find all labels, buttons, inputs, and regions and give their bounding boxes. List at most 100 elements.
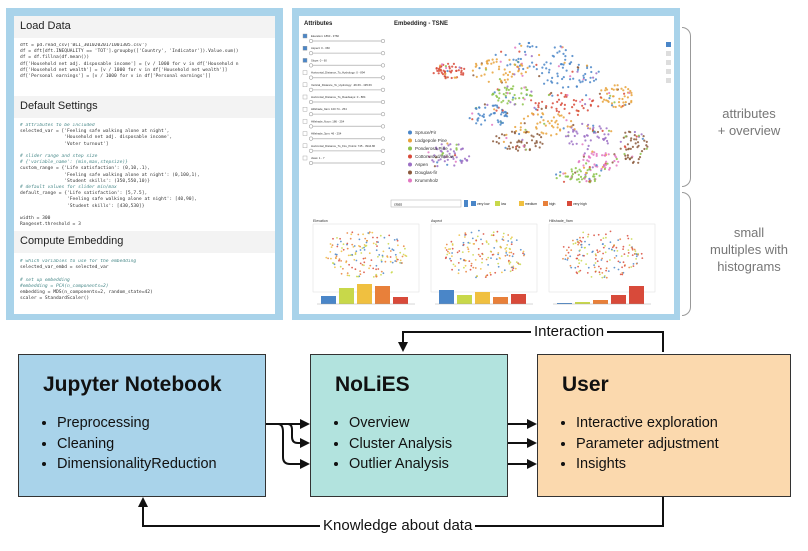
embedding-point xyxy=(492,140,495,143)
embedding-point xyxy=(507,88,510,91)
legend-swatch xyxy=(408,170,412,175)
attribute-slider[interactable]: Hillshade_Noon: 186 - 254 xyxy=(302,119,386,129)
slider-handle[interactable] xyxy=(380,160,386,166)
slider-handle[interactable] xyxy=(380,38,386,44)
small-multiple-point xyxy=(605,236,607,239)
slider-checkbox[interactable] xyxy=(302,46,308,51)
embedding-point xyxy=(592,153,595,156)
embedding-point xyxy=(523,50,527,54)
slider-checkbox[interactable] xyxy=(302,106,308,112)
embedding-point xyxy=(448,67,451,70)
slider-handle[interactable] xyxy=(380,99,386,105)
embedding-point xyxy=(584,72,587,76)
attribute-slider[interactable]: Hillshade_9am: 100.74 - 254 xyxy=(302,106,386,117)
slider-handle[interactable] xyxy=(380,75,386,80)
slider-checkbox[interactable] xyxy=(302,143,308,149)
slider-handle[interactable] xyxy=(308,112,314,117)
slider-handle[interactable] xyxy=(308,99,314,105)
small-multiple-point xyxy=(587,235,589,238)
slider-handle[interactable] xyxy=(308,148,314,153)
embedding-point xyxy=(521,103,524,106)
slider-checkbox[interactable] xyxy=(302,155,308,161)
attribute-slider[interactable]: Horizontal_Distance_To_Fire_Points: 745 … xyxy=(302,143,386,153)
small-multiple-point xyxy=(499,246,502,249)
embedding-point xyxy=(576,170,579,173)
toolbar-button[interactable] xyxy=(666,60,671,65)
attribute-slider[interactable]: class: 1 - 7 xyxy=(302,155,386,166)
color-attribute-dropdown[interactable] xyxy=(390,199,462,208)
small-multiple-point xyxy=(631,247,634,250)
small-multiple-point xyxy=(395,256,398,258)
slider-checkbox[interactable] xyxy=(302,131,308,136)
attribute-slider[interactable]: Vertical_Distance_To_Hydrology: -96.66 -… xyxy=(302,82,386,92)
small-multiple-point xyxy=(615,246,618,249)
code-line: embedding = MDS(n_components=2, random_s… xyxy=(20,290,153,296)
slider-handle[interactable] xyxy=(380,136,386,141)
slider-checkbox[interactable] xyxy=(302,70,308,75)
slider-handle[interactable] xyxy=(380,87,386,92)
slider-handle[interactable] xyxy=(308,38,314,44)
tsne-embedding-scatter[interactable] xyxy=(427,41,649,184)
slider-handle[interactable] xyxy=(308,160,314,166)
dropdown-button[interactable] xyxy=(464,200,468,207)
embedding-point xyxy=(536,108,539,112)
slider-handle[interactable] xyxy=(308,136,314,141)
embedding-point xyxy=(586,66,589,70)
histogram-bar xyxy=(439,290,454,304)
embedding-point xyxy=(468,155,471,158)
embedding-point xyxy=(506,102,509,105)
slider-checkbox[interactable] xyxy=(302,58,308,63)
small-multiple-point xyxy=(502,232,505,235)
small-multiple-point xyxy=(402,245,405,248)
slider-checkbox[interactable] xyxy=(302,94,308,100)
attribute-slider[interactable]: Slope: 0 - 60 xyxy=(302,58,386,68)
embedding-point xyxy=(504,146,507,149)
slider-handle[interactable] xyxy=(308,51,314,56)
small-multiple-point xyxy=(609,259,611,261)
toolbar-button[interactable] xyxy=(666,51,671,56)
code-line: width = 300 xyxy=(20,216,51,222)
knowledge-label: Knowledge about data xyxy=(320,517,476,534)
slider-handle[interactable] xyxy=(308,87,314,92)
embedding-point xyxy=(571,106,574,109)
slider-handle[interactable] xyxy=(380,148,386,153)
small-multiple[interactable]: Elevation xyxy=(312,219,420,305)
embedding-point xyxy=(550,124,554,127)
attribute-slider[interactable]: Hillshade_3pm: 46 - 254 xyxy=(302,131,386,141)
embedding-point xyxy=(444,65,447,68)
embedding-point xyxy=(517,57,520,61)
slider-checkbox[interactable] xyxy=(302,33,308,39)
slider-handle[interactable] xyxy=(380,124,386,129)
attribute-slider[interactable]: Horizontal_Distance_To_Roadways: 0 - 884 xyxy=(302,94,386,105)
attribute-slider[interactable]: Elevation: 1860 - 3760 xyxy=(302,33,386,44)
attribute-slider[interactable]: Horizontal_Distance_To_Hydrology: 0 - 89… xyxy=(302,70,386,80)
small-multiple-point xyxy=(364,237,367,240)
toolbar-button[interactable] xyxy=(666,78,671,83)
slider-handle[interactable] xyxy=(308,75,314,80)
small-multiple-point xyxy=(396,238,398,241)
slider-handle[interactable] xyxy=(308,124,314,129)
toolbar-button[interactable] xyxy=(666,42,671,47)
small-multiple[interactable]: Hillshade_9am xyxy=(548,219,656,305)
small-multiple-point xyxy=(456,251,459,254)
slider-handle[interactable] xyxy=(380,51,386,56)
slider-handle[interactable] xyxy=(308,63,314,68)
toolbar-button[interactable] xyxy=(666,69,671,74)
embedding-point xyxy=(541,66,544,69)
embedding-point xyxy=(639,152,642,155)
small-multiple-point xyxy=(470,264,473,267)
embedding-point xyxy=(637,158,640,161)
embedding-point xyxy=(532,65,535,68)
slider-handle[interactable] xyxy=(380,112,386,117)
slider-handle[interactable] xyxy=(380,63,386,68)
small-multiple-point xyxy=(593,264,595,266)
slider-checkbox[interactable] xyxy=(302,119,308,124)
attribute-slider[interactable]: Aspect: 0 - 360 xyxy=(302,46,386,56)
small-multiple[interactable]: Aspect xyxy=(430,219,538,305)
embedding-point xyxy=(509,141,512,144)
embedding-point xyxy=(517,66,520,69)
small-multiple-point xyxy=(580,246,583,249)
embedding-point xyxy=(563,61,566,64)
slider-checkbox[interactable] xyxy=(302,82,308,88)
